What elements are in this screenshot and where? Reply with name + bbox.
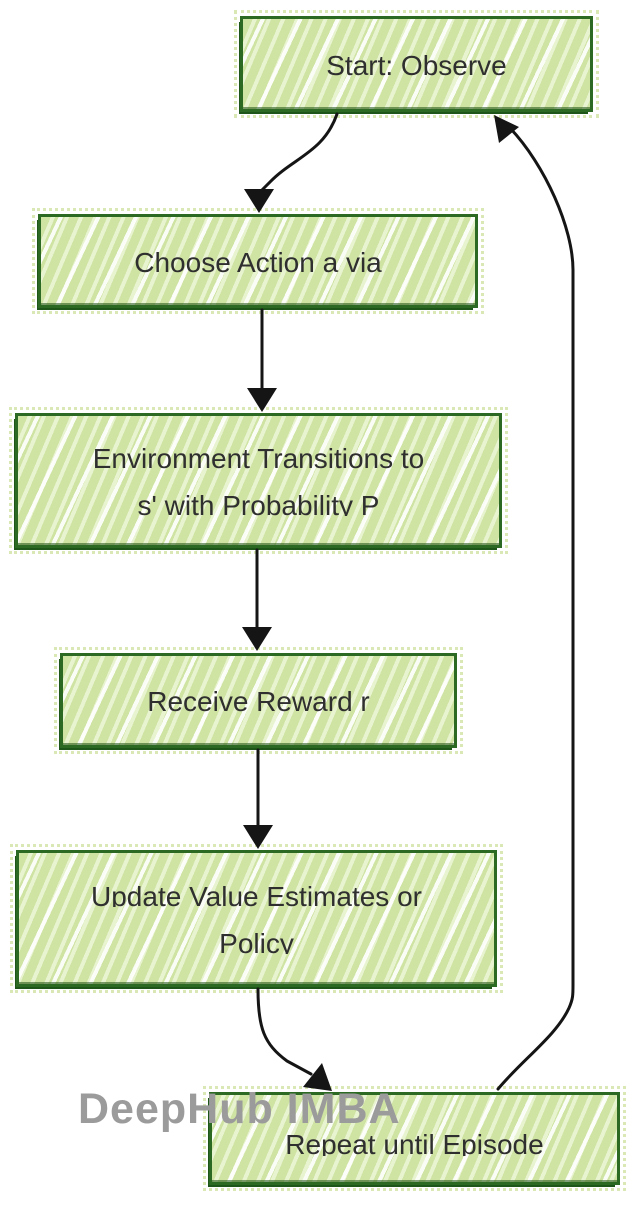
node-repeat: Repeat until Episode: [203, 1086, 626, 1191]
watermark: DeepHub IMBA: [78, 1085, 401, 1133]
node-update-values-label-line1: Update Value Estimates or: [91, 882, 422, 907]
node-update-values-label-line2: Policy: [219, 930, 294, 955]
node-repeat-label: Repeat until Episode: [285, 1131, 544, 1156]
arrow-repeat-to-start: [494, 115, 575, 1091]
node-start-label: Start: Observe: [326, 51, 507, 77]
node-start: Start: Observe: [234, 10, 599, 118]
arrow-reward-to-update: [243, 748, 273, 849]
arrow-env-to-reward: [242, 548, 272, 651]
arrow-start-to-choose: [244, 112, 339, 213]
node-receive-reward-label: Receive Reward r: [147, 688, 370, 713]
arrow-update-to-repeat: [256, 987, 332, 1091]
node-choose-action-label: Choose Action a via: [134, 248, 382, 274]
node-env-transition-label-line1: Environment Transitions to: [92, 444, 425, 469]
node-env-transition-label-line2: s' with Probability P: [137, 492, 380, 517]
node-update-values: Update Value Estimates or Policy: [10, 844, 503, 993]
arrow-choose-to-env: [247, 308, 277, 412]
node-env-transition: Environment Transitions to s' with Proba…: [9, 407, 508, 554]
node-receive-reward: Receive Reward r: [54, 647, 463, 754]
node-choose-action: Choose Action a via: [32, 208, 484, 314]
